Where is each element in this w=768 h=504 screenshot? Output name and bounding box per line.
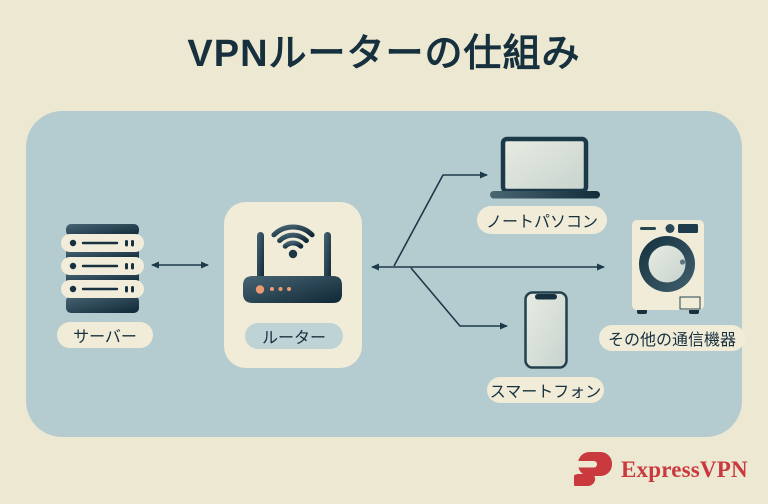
router-icon — [243, 224, 342, 303]
laptop-icon — [490, 136, 600, 199]
laptop-label: ノートパソコン — [477, 206, 607, 234]
smartphone-icon — [524, 291, 568, 369]
arrow-router-smartphone — [410, 267, 508, 330]
server-icon — [61, 224, 144, 313]
diagram-panel — [26, 111, 742, 437]
washing-machine-icon — [632, 220, 704, 314]
router-label: ルーター — [245, 323, 343, 349]
server-label: サーバー — [57, 322, 153, 348]
smartphone-label: スマートフォン — [487, 377, 604, 403]
other-devices-label: その他の通信機器 — [599, 325, 745, 351]
expressvpn-icon — [574, 452, 612, 486]
arrow-router-laptop — [393, 171, 488, 267]
page-title: VPNルーターの仕組み — [187, 33, 581, 75]
brand-wordmark: ExpressVPN — [621, 457, 748, 482]
brand-logo: ExpressVPN — [574, 452, 748, 488]
